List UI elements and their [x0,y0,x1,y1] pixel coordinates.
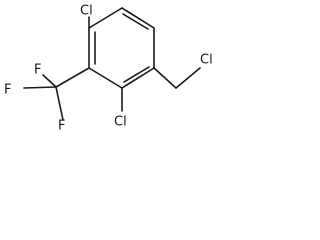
atom-cl-bottom: Cl [114,115,127,130]
atom-cl-side-chain: Cl [200,53,213,68]
ring-bond-5 [121,7,155,29]
benzene-ring [88,7,155,89]
atom-label-cl-bottom: Cl [114,115,127,130]
atom-f-top: F [34,63,41,78]
bond-cf3-f-bottom [55,86,64,121]
atom-cl-top: Cl [80,4,93,19]
bond-cf3-f-top [42,74,57,88]
bond-ring-ch2 [153,67,177,89]
bond-ch2-cl [175,67,201,89]
ring-double-bond-3 [122,13,149,30]
atom-label-f-top: F [34,63,41,78]
atom-f-bottom: F [58,119,65,134]
atom-label-f-left: F [4,83,11,98]
bond-cf3-f-left [23,86,57,89]
ring-double-bond-2 [123,66,150,83]
bond-ring-cf3 [55,67,90,88]
ring-bond-6 [88,7,123,29]
ring-bond-3 [121,67,155,89]
atom-label-cl-top: Cl [80,4,93,19]
atom-label-f-bottom: F [58,119,65,134]
ring-bond-2 [88,67,123,89]
chemical-structure: Cl F F F Cl Cl [4,4,213,134]
atom-f-left: F [4,83,11,98]
atom-label-cl-side-chain: Cl [200,53,213,68]
